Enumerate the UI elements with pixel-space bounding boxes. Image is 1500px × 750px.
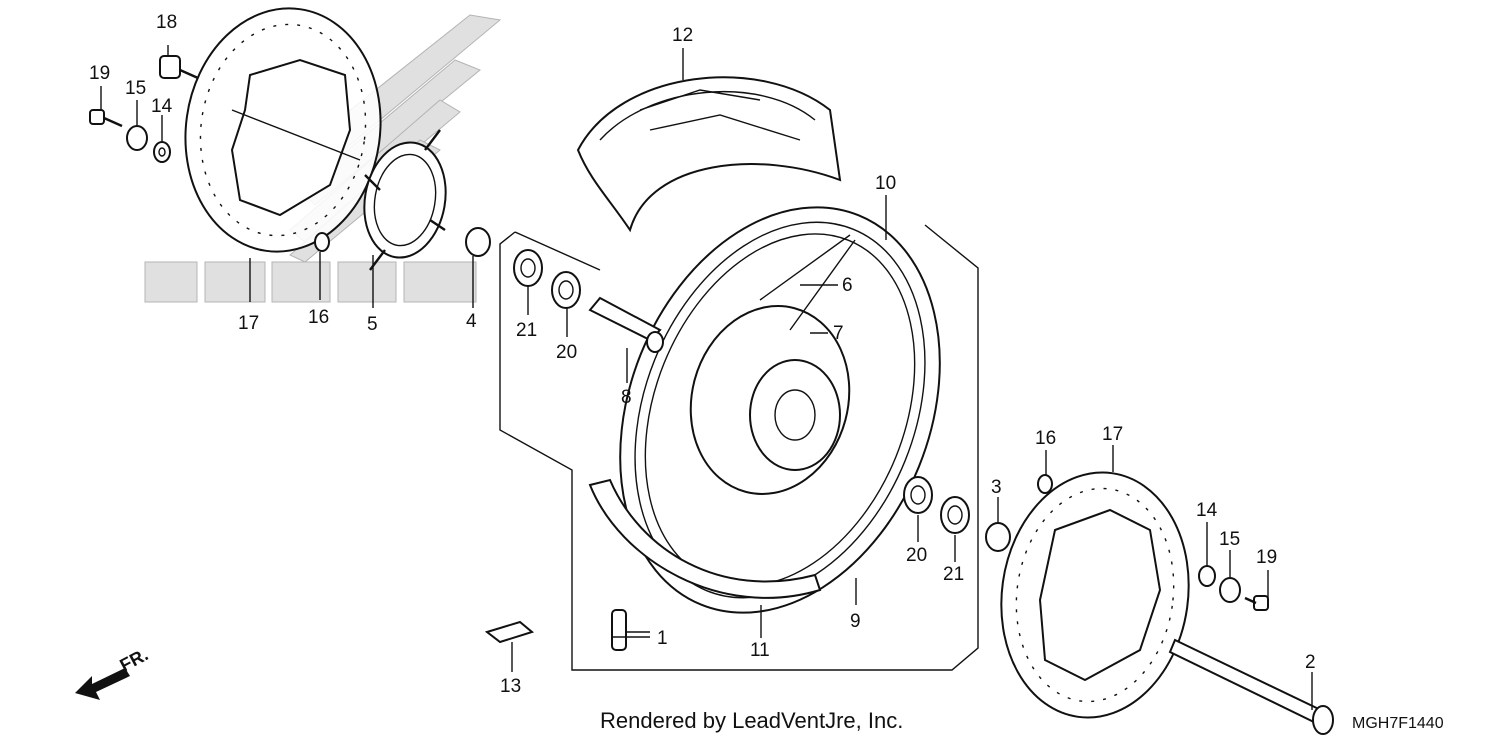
front-direction-arrow-icon: [75, 668, 130, 700]
callout-20-left: 20: [556, 342, 577, 363]
left-brake-disc: [184, 7, 382, 253]
callout-7: 7: [833, 323, 844, 344]
bearing-20-right: [903, 476, 933, 514]
collar-3: [985, 522, 1011, 552]
callout-19-left: 19: [89, 63, 110, 84]
diagram-code: MGH7F1440: [1352, 715, 1444, 732]
washer-16-right: [1037, 474, 1053, 494]
seal-20-left: [551, 271, 581, 309]
valve-1: [611, 609, 650, 651]
callout-5: 5: [367, 314, 378, 335]
callout-2: 2: [1305, 652, 1316, 673]
callout-10: 10: [875, 173, 896, 194]
tire-12: [576, 76, 842, 233]
leader-lines: [100, 45, 1313, 710]
callout-14-left: 14: [151, 96, 173, 117]
bolt-19-right: [1244, 595, 1269, 611]
bolt-18: [159, 55, 199, 80]
footer-credit: Rendered by LeadVentJre, Inc.: [600, 708, 904, 733]
washer-16-left: [314, 232, 330, 252]
right-brake-disc: [1000, 471, 1190, 719]
callout-9: 9: [850, 611, 861, 632]
washer-14-left: [153, 141, 171, 163]
callout-6: 6: [842, 275, 853, 296]
callout-19-right: 19: [1256, 547, 1277, 568]
rim-strip-lower: [588, 478, 822, 599]
nut-15-left: [126, 125, 148, 151]
front-direction-marker: FR.: [75, 644, 151, 700]
wheel-hub: [689, 305, 851, 495]
honda-wordmark: [144, 261, 477, 303]
callout-labels: 1 2 3 4 5 6 7 8 9 10 11 12 13 14 14 15 1…: [89, 12, 1316, 697]
callout-14-right: 14: [1196, 500, 1218, 521]
assembly-outline: [499, 224, 979, 671]
callout-20-right: 20: [906, 545, 927, 566]
callout-13: 13: [500, 676, 521, 697]
callout-4: 4: [466, 311, 477, 332]
callout-1: 1: [657, 628, 668, 649]
pulser-ring-5: [363, 129, 447, 271]
nut-15-right: [1219, 577, 1241, 603]
callout-8: 8: [621, 387, 632, 408]
seal-21-right: [940, 496, 970, 534]
callout-12: 12: [672, 25, 693, 46]
callout-21-right: 21: [943, 564, 964, 585]
callout-16-right: 16: [1035, 428, 1056, 449]
balance-weight-13: [484, 620, 535, 644]
callout-15-right: 15: [1219, 529, 1240, 550]
callout-18: 18: [156, 12, 177, 33]
callout-16-left: 16: [308, 307, 329, 328]
callout-17-left: 17: [238, 313, 259, 334]
callout-11: 11: [750, 640, 770, 661]
callout-17-right: 17: [1102, 424, 1123, 445]
bearing-21-left: [513, 249, 543, 287]
callout-15-left: 15: [125, 78, 146, 99]
bolt-19-left: [89, 109, 123, 128]
callout-21-left: 21: [516, 320, 537, 341]
collar-4: [465, 227, 491, 257]
distance-collar-8: [588, 296, 664, 353]
callout-3: 3: [991, 477, 1002, 498]
washer-14-right: [1198, 565, 1216, 587]
axle-2: [1168, 638, 1334, 735]
